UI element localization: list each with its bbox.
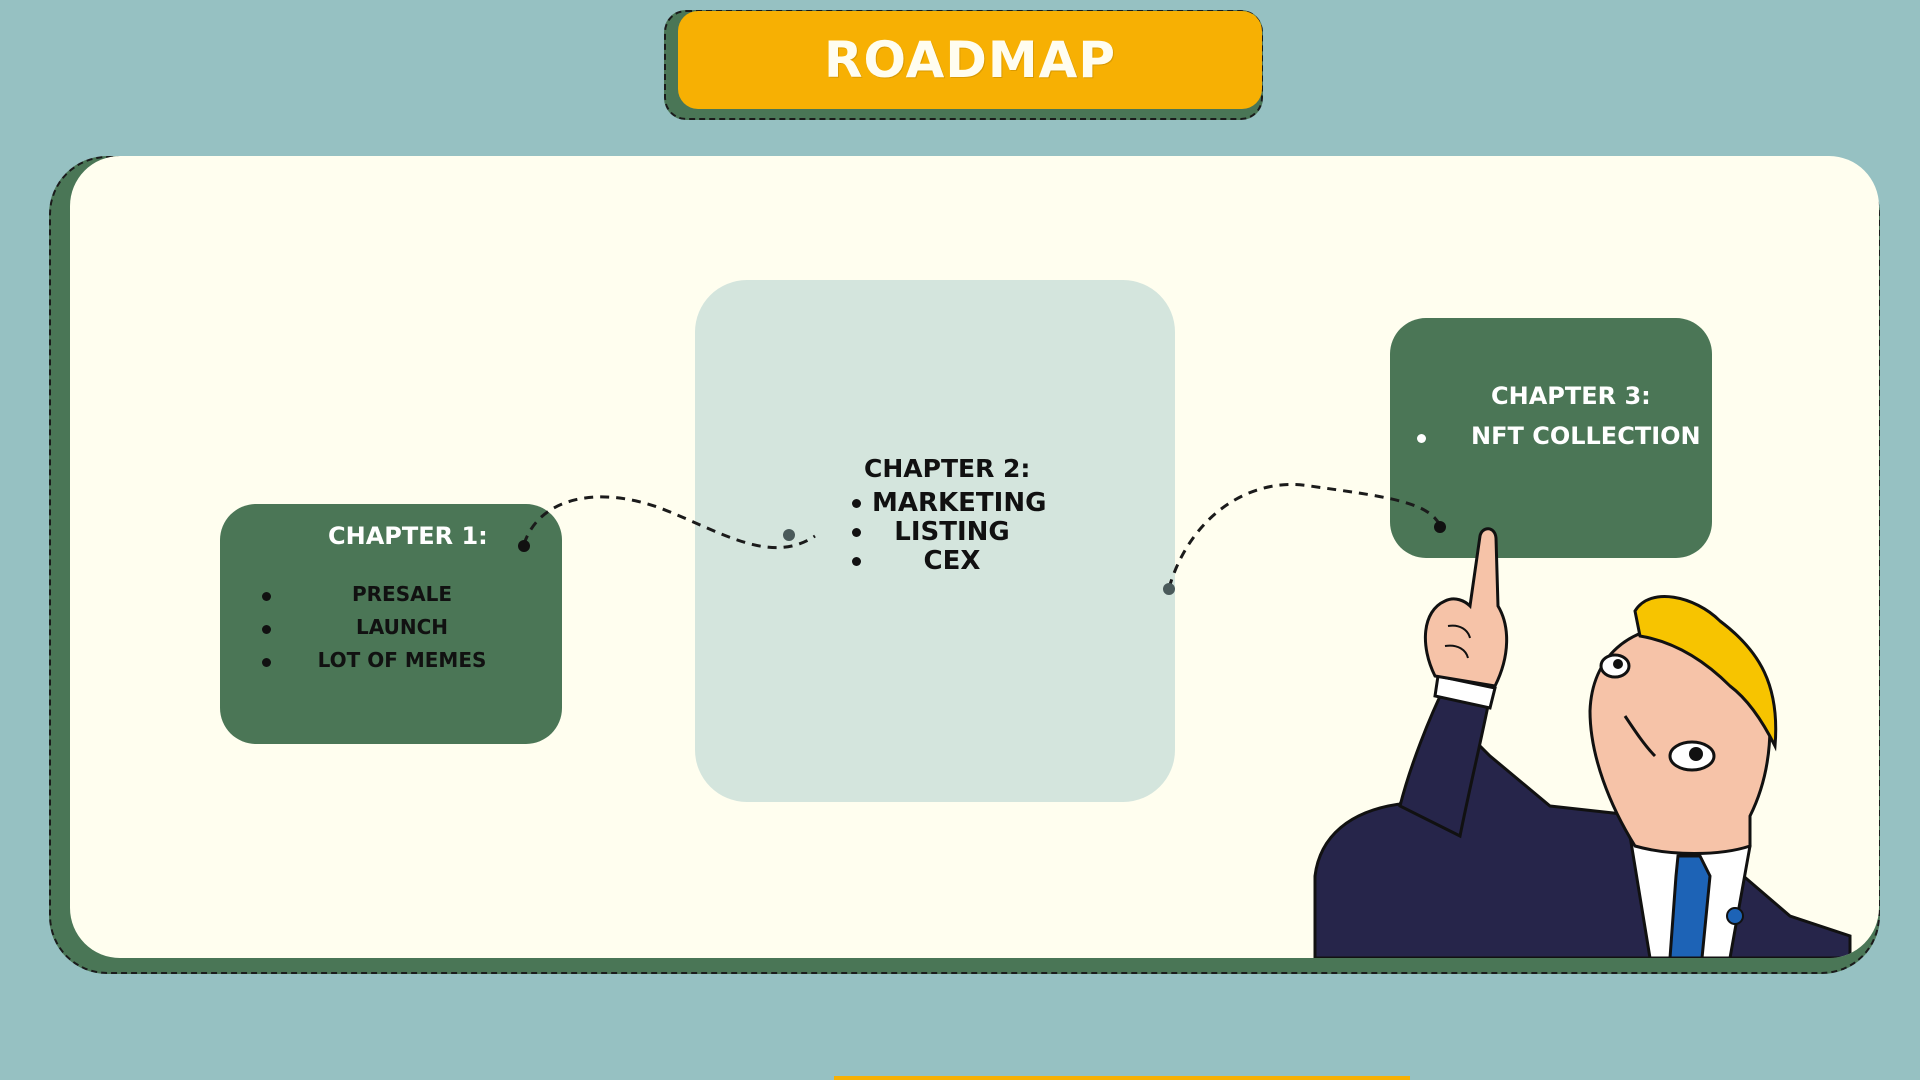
mascot-pupil-left: [1613, 659, 1623, 669]
chapter-3-item-text: NFT COLLECTION: [1471, 422, 1701, 450]
bullet-icon: [262, 658, 271, 667]
mascot-knuckle-lines: [1444, 624, 1471, 659]
mascot-tie: [1668, 854, 1712, 958]
lapel-pin-icon: [1726, 907, 1744, 925]
mascot-mouth: [1623, 715, 1657, 758]
chapter-3-title: CHAPTER 3:: [1491, 382, 1651, 410]
chapter-1-item-text: LAUNCH: [355, 615, 448, 639]
chapter-card-2: CHAPTER 2: MARKETING LISTING CEX: [695, 280, 1175, 802]
mascot-arm: [1398, 684, 1492, 839]
chapter-2-item-text: LISTING: [894, 517, 1010, 547]
chapter-2-item: MARKETING: [852, 488, 1052, 518]
chapter-1-item-text: PRESALE: [351, 582, 452, 606]
chapter-3-list: NFT COLLECTION: [1417, 422, 1701, 454]
mascot-suit: [1313, 713, 1852, 958]
bullet-icon: [262, 592, 271, 601]
chapter-2-item-text: CEX: [923, 546, 981, 576]
bullet-icon: [262, 625, 271, 634]
chapter-2-item-text: MARKETING: [872, 488, 1047, 518]
roadmap-board: CHAPTER 1: PRESALE LAUNCH LOT OF MEMES C…: [70, 156, 1879, 958]
mascot-cuff: [1433, 674, 1497, 710]
title-banner: ROADMAP: [664, 10, 1264, 122]
chapter-2-item: LISTING: [852, 517, 1052, 547]
mascot-hair: [1633, 595, 1778, 752]
chapter-1-item: LOT OF MEMES: [262, 648, 522, 681]
mascot-eye-left: [1599, 653, 1631, 679]
bottom-accent-strip: [834, 1076, 1410, 1080]
bullet-icon: [852, 499, 861, 508]
bullet-icon: [1417, 434, 1426, 443]
bullet-icon: [852, 528, 861, 537]
chapter-1-item-text: LOT OF MEMES: [317, 648, 487, 672]
chapter-card-3: CHAPTER 3: NFT COLLECTION: [1390, 318, 1712, 558]
chapter-1-title: CHAPTER 1:: [328, 522, 488, 550]
chapter-2-list: MARKETING LISTING CEX: [852, 488, 1052, 576]
chapter-2-item: CEX: [852, 546, 1052, 576]
chapter-2-title: CHAPTER 2:: [864, 454, 1031, 483]
mascot-eye-right: [1668, 740, 1716, 772]
chapter-1-list: PRESALE LAUNCH LOT OF MEMES: [262, 582, 522, 681]
mascot-head: [1588, 624, 1772, 855]
mascot-collar: [1628, 813, 1752, 958]
chapter-card-1: CHAPTER 1: PRESALE LAUNCH LOT OF MEMES: [220, 504, 562, 744]
page-title: ROADMAP: [824, 31, 1116, 89]
title-banner-box: ROADMAP: [678, 11, 1262, 109]
chapter-1-item: PRESALE: [262, 582, 522, 615]
chapter-3-item: NFT COLLECTION: [1417, 422, 1701, 454]
bullet-icon: [852, 557, 861, 566]
chapter-1-item: LAUNCH: [262, 615, 522, 648]
mascot-pupil-right: [1689, 747, 1703, 761]
